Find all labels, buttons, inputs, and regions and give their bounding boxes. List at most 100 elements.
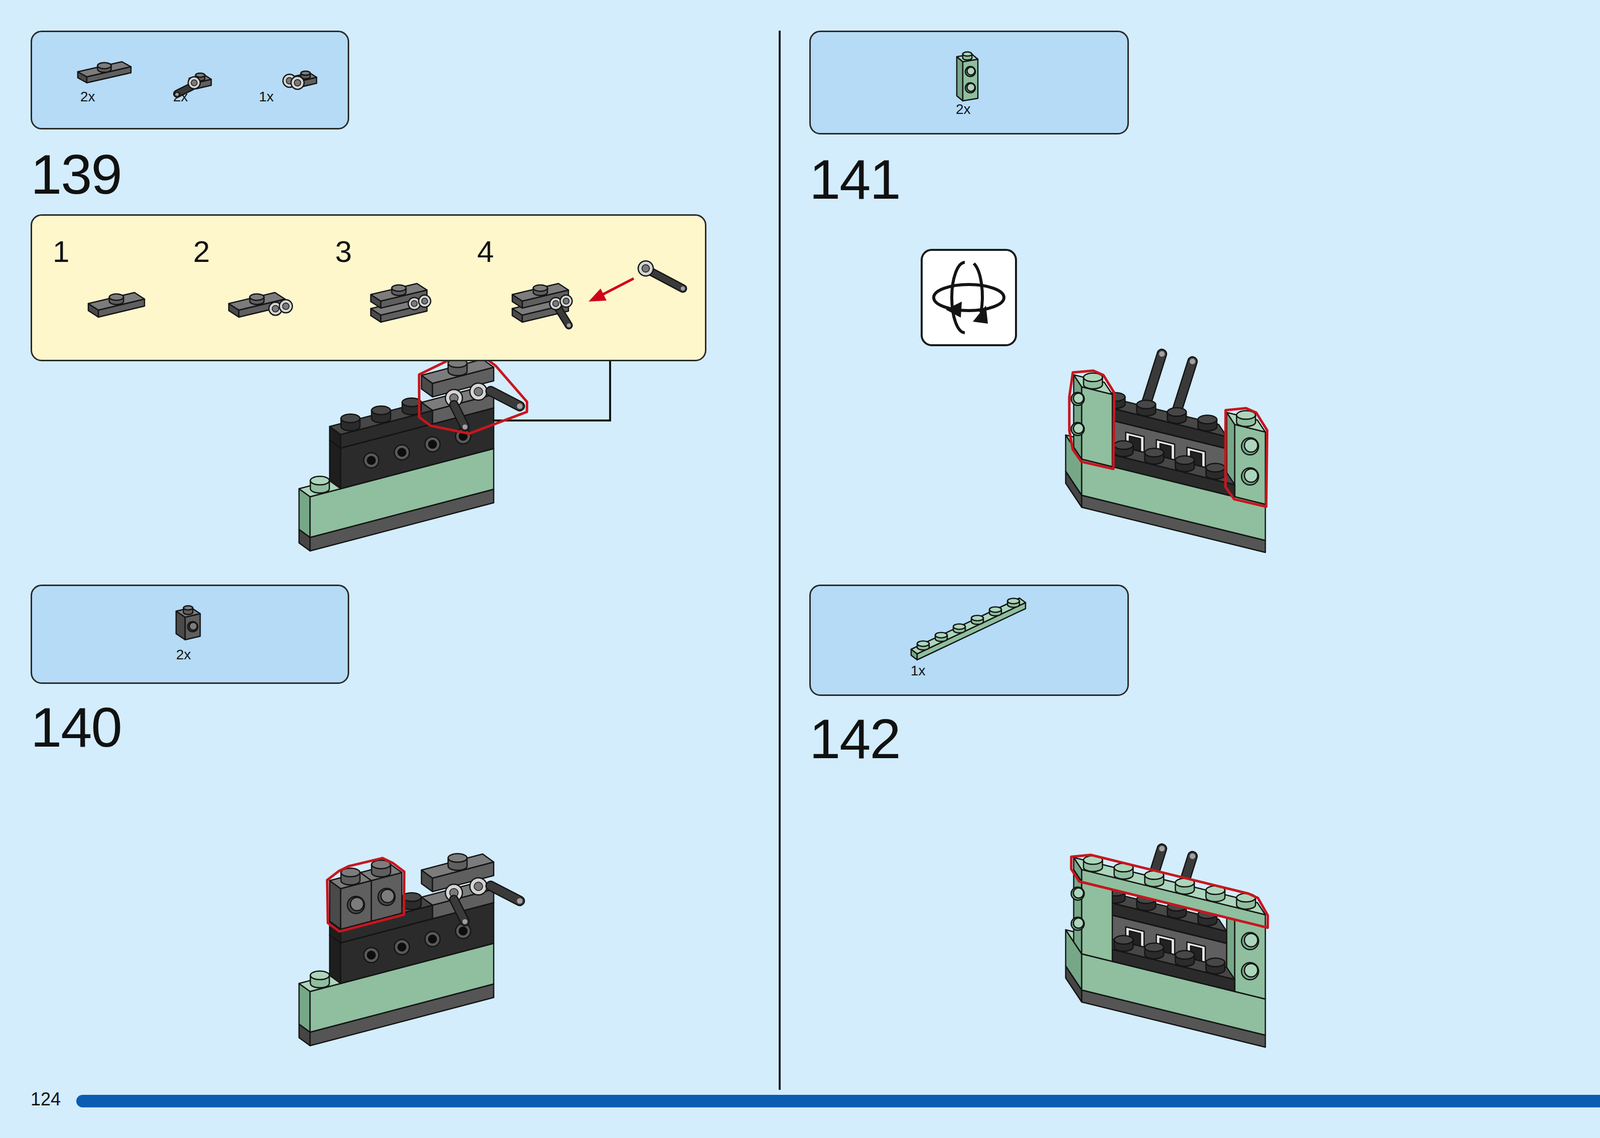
subassembly-box: 1234 [30,214,707,362]
clip-ring [418,295,431,308]
stud [962,52,972,57]
technic-hole [397,942,407,952]
stud [310,476,330,485]
stud [1206,958,1226,967]
stud [1198,415,1218,424]
substep-number: 4 [477,236,494,267]
technic-hole [394,939,410,955]
stud [1167,407,1187,417]
technic-hole [394,445,410,461]
stud [1144,943,1165,952]
stud [341,413,361,423]
clip-ring [279,299,293,313]
brick-face [88,292,145,311]
rotate-model-icon [951,262,965,333]
stud [371,405,391,415]
quantity-label: 2x [80,89,96,104]
bar [1146,353,1162,402]
new-part-highlight [1071,854,1268,928]
side-stud [378,888,396,906]
side-stud [965,82,976,93]
bar-end [462,424,468,430]
clip-ring [191,79,198,86]
stud [989,606,1002,613]
bar-end [1158,845,1165,852]
bar [490,886,520,902]
quantity-label: 2x [955,102,971,117]
brick-face [512,283,569,302]
parts-box: 1x [809,584,1129,696]
clip-ring [470,878,488,896]
clip-ring [272,305,279,313]
side-stud [1071,392,1085,406]
build-model [299,853,523,1046]
stud [1206,463,1226,473]
part-illustration [30,30,350,130]
stud [1144,448,1165,458]
side-stud [189,622,198,631]
clip-ring [559,295,572,308]
step-number: 141 [809,151,901,208]
brick-face [917,602,1026,660]
side-stud [1071,422,1085,436]
rotate-model-icon [945,301,962,318]
bar [1146,353,1162,402]
brick-face [1234,919,1266,999]
stud [391,284,406,292]
side-stud [347,896,365,914]
quantity-label: 2x [173,89,189,104]
bar [490,391,520,407]
stud [183,605,193,610]
rotate-model-icon [973,263,983,313]
stud [249,294,264,301]
bar-end [566,323,571,328]
stud [195,73,205,78]
brick-face [962,59,978,101]
stud [971,615,984,621]
rotate-model-icon [921,249,1016,346]
brick-face [421,853,494,879]
clip-ring [411,300,418,307]
stud [301,71,311,76]
bar-end [516,403,523,409]
bar-end [462,919,468,925]
stud [1136,400,1156,409]
new-part-highlight [1069,370,1115,470]
part-illustration [30,584,350,684]
side-stud [1241,468,1259,486]
bar [454,404,466,427]
page-number: 124 [30,1090,61,1109]
parts-box: 2x [809,30,1129,135]
stud [953,623,966,630]
technic-hole [427,934,438,944]
parts-box: 2x [30,584,350,684]
stud [1114,935,1134,945]
side-stud [1244,439,1258,453]
clip-ring [642,264,650,273]
clip-ring [188,76,201,89]
bar-end [516,898,523,904]
technic-hole [366,950,376,960]
quantity-label: 1x [910,663,926,678]
side-stud [350,897,364,912]
side-stud [1244,933,1258,948]
bar [1177,361,1193,409]
callout-pointer [487,361,611,421]
quantity-label: 2x [176,647,192,662]
technic-hole [397,448,407,458]
stud [1175,950,1195,960]
brick-face [911,598,1026,654]
bar [490,391,520,407]
bar [648,270,683,289]
parts-box: 2x2x1x [30,30,350,130]
bar [648,270,683,289]
clip-ring [552,300,559,307]
clip-ring [421,298,428,305]
side-stud [1073,393,1084,404]
technic-hole [427,440,438,450]
stud [533,284,548,292]
clip-ring [470,383,488,401]
side-stud [380,889,395,904]
